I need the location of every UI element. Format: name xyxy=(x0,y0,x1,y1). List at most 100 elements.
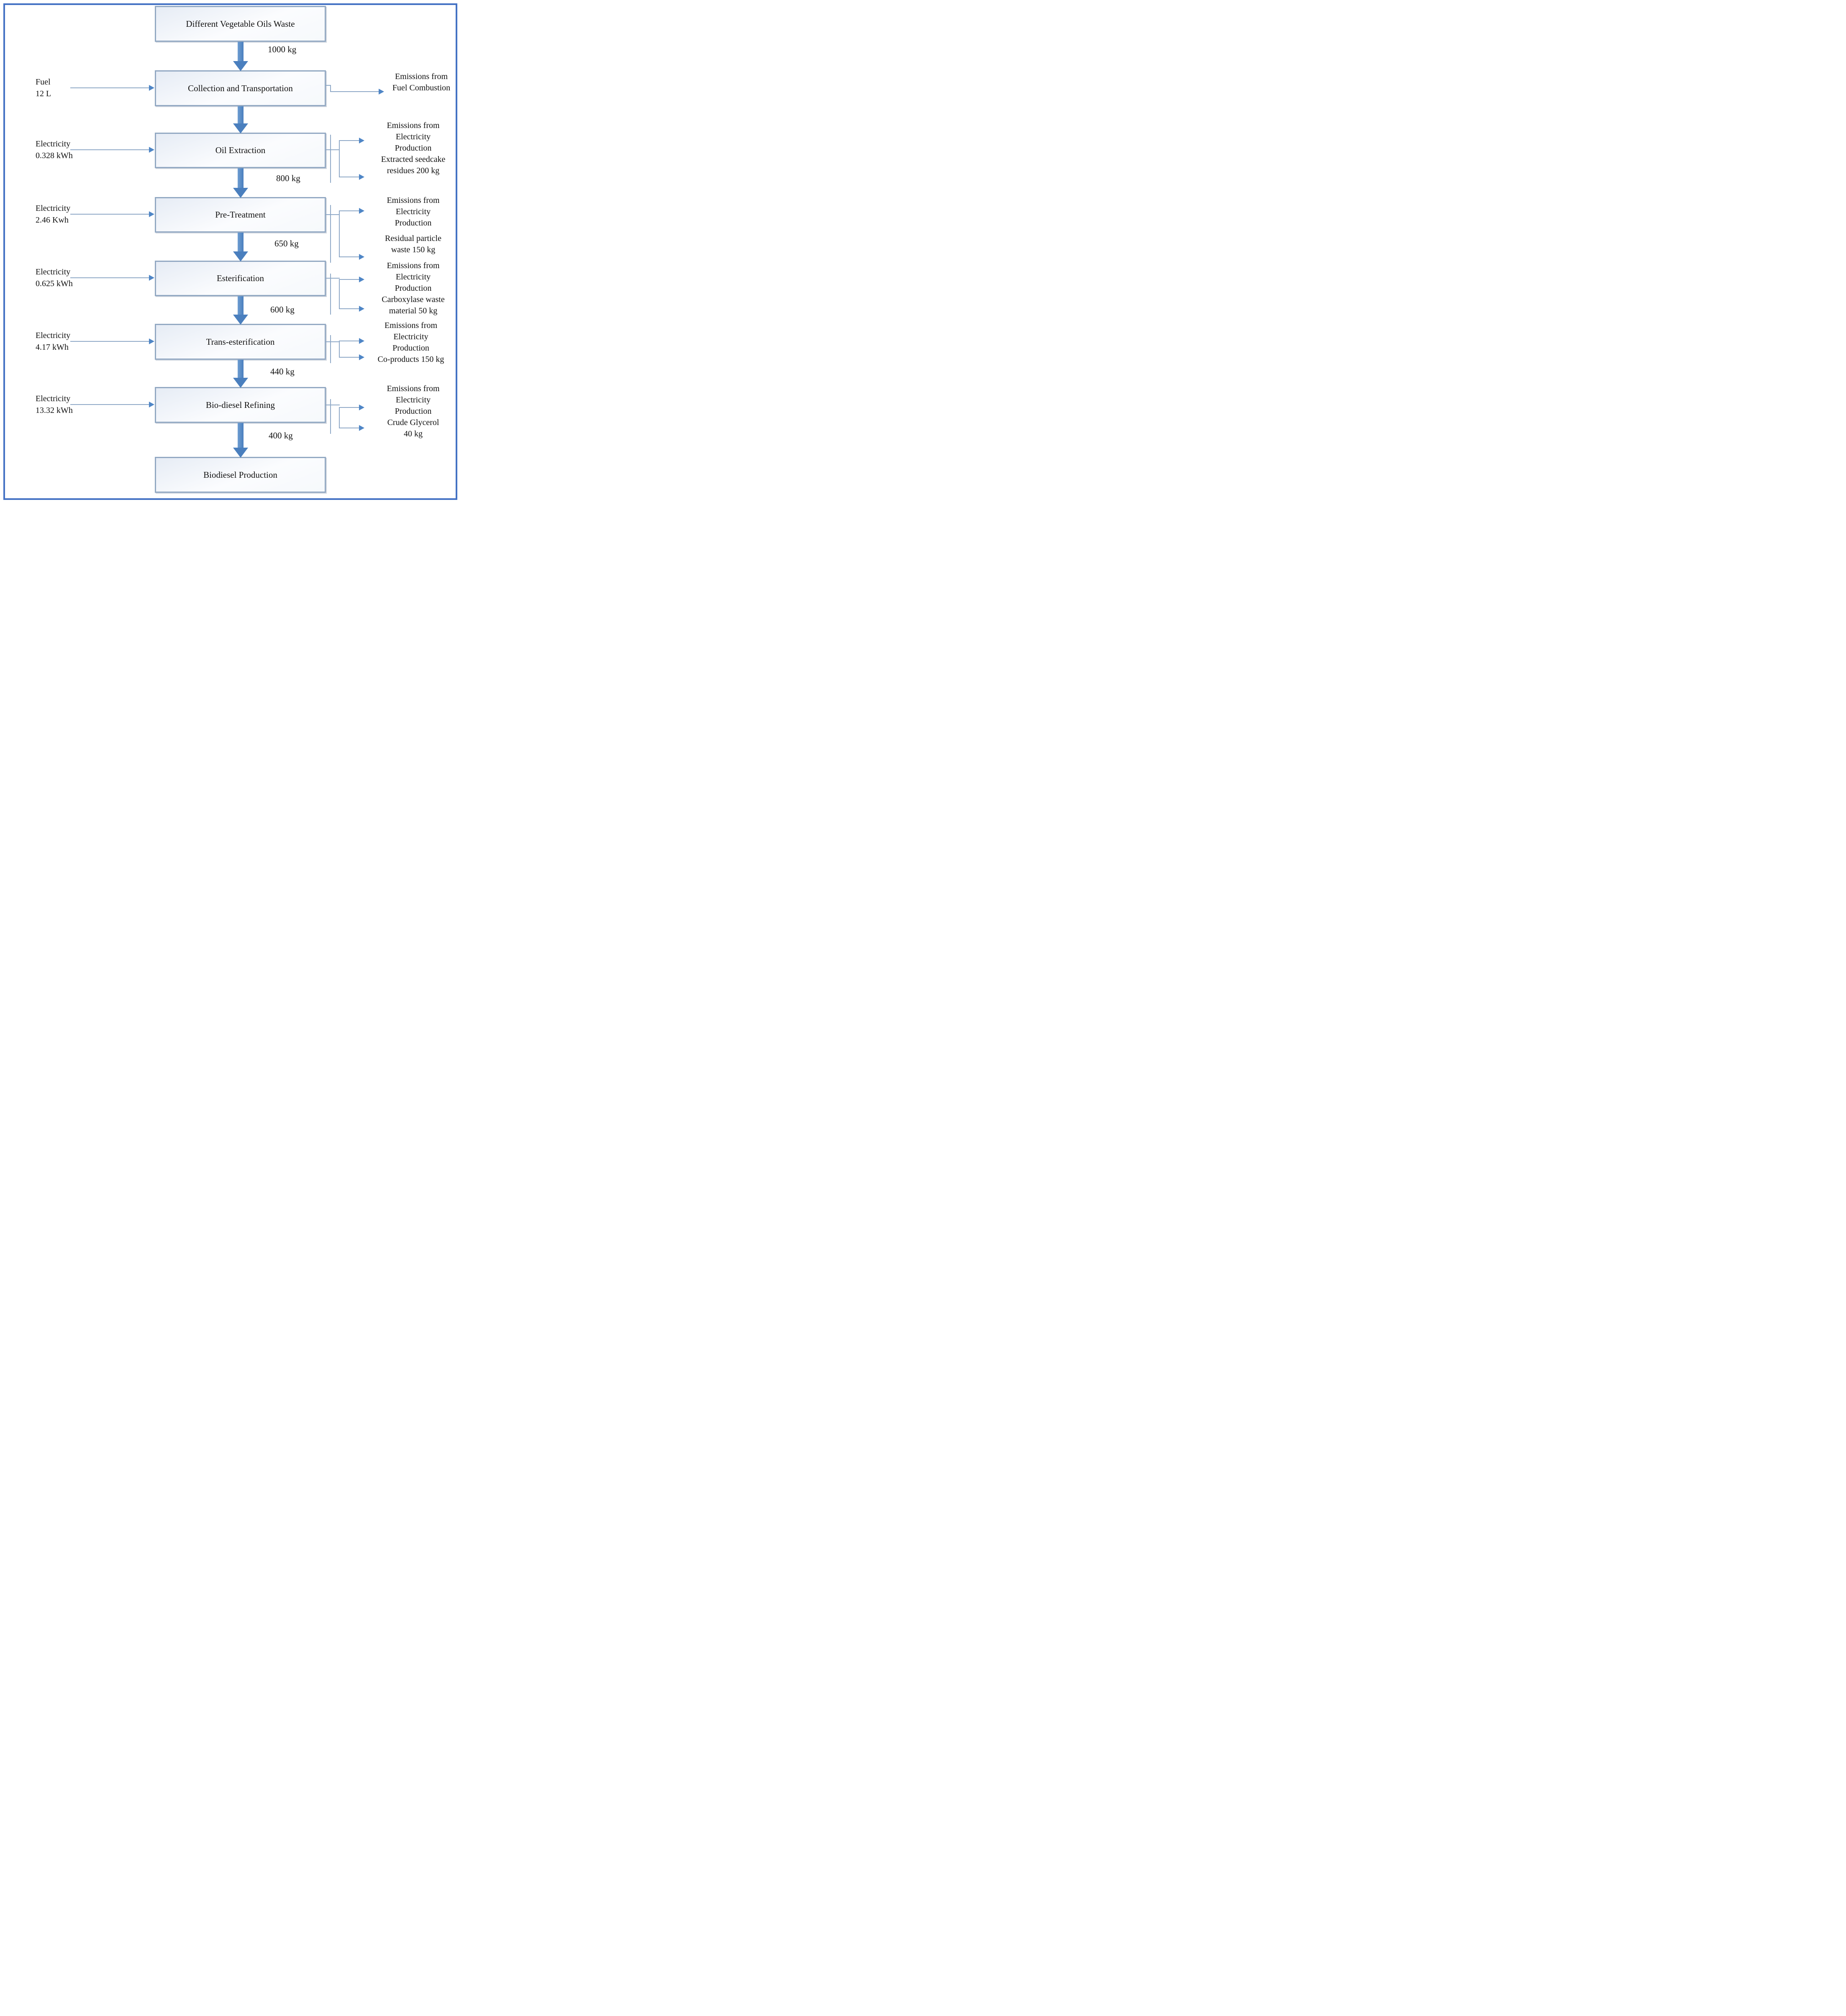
output-label-line: Production xyxy=(392,343,429,353)
process-box-oil-extraction: Oil Extraction xyxy=(155,133,326,168)
output-label-line: Emissions from xyxy=(395,72,448,81)
right-arrowhead-icon xyxy=(149,275,154,281)
down-arrowhead-icon xyxy=(233,378,248,388)
input-arrow-line xyxy=(70,214,151,215)
biodiesel-flow-diagram: Different Vegetable Oils Waste Collectio… xyxy=(0,0,462,504)
output-label-line: Emissions from xyxy=(387,384,440,393)
output-label-crude-glycerol: Emissions from Electricity Production Cr… xyxy=(370,383,456,440)
process-box-biodiesel-production: Biodiesel Production xyxy=(155,457,326,493)
right-arrowhead-icon xyxy=(379,89,384,95)
output-label-line: Fuel Combustion xyxy=(392,83,451,92)
input-label-line: Electricity xyxy=(36,394,71,403)
output-connector-line xyxy=(326,85,331,86)
down-arrowhead-icon xyxy=(233,448,248,458)
process-box-trans-esterification: Trans-esterification xyxy=(155,324,326,360)
process-box-pre-treatment: Pre-Treatment xyxy=(155,197,326,233)
input-arrow-line xyxy=(70,87,151,88)
input-label-electricity: Electricity 0.625 kWh xyxy=(36,266,90,289)
input-label-line: Electricity xyxy=(36,331,71,340)
input-label-line: 4.17 kWh xyxy=(36,343,69,352)
output-label-line: Emissions from xyxy=(384,321,438,330)
output-label-line: Production xyxy=(395,407,432,416)
input-label-line: Electricity xyxy=(36,139,71,149)
input-arrow-line xyxy=(70,149,151,150)
down-arrowhead-icon xyxy=(233,315,248,325)
input-label-electricity: Electricity 0.328 kWh xyxy=(36,138,90,161)
output-arrow-line xyxy=(339,308,361,309)
output-connector-line xyxy=(326,278,340,279)
input-label-line: 0.625 kWh xyxy=(36,279,73,288)
output-connector-line xyxy=(339,341,340,358)
output-connector-line xyxy=(330,135,331,183)
output-label-line: 40 kg xyxy=(404,429,423,438)
mass-flow-label: 650 kg xyxy=(274,238,299,248)
right-arrowhead-icon xyxy=(149,211,154,217)
output-connector-line xyxy=(326,341,340,342)
right-arrowhead-icon xyxy=(359,306,364,312)
right-arrowhead-icon xyxy=(359,425,364,431)
output-arrow-line xyxy=(339,210,361,211)
input-arrow-line xyxy=(70,341,151,342)
output-arrow-line xyxy=(330,91,380,92)
output-connector-line xyxy=(330,274,331,315)
right-arrowhead-icon xyxy=(359,338,364,344)
process-box-label: Different Vegetable Oils Waste xyxy=(186,18,295,29)
down-arrow-icon xyxy=(238,423,244,448)
output-label-carboxylase-waste: Emissions from Electricity Production Ca… xyxy=(370,260,456,317)
mass-flow-label: 800 kg xyxy=(276,173,300,183)
right-arrowhead-icon xyxy=(359,354,364,360)
process-box-label: Bio-diesel Refining xyxy=(205,400,275,410)
output-label-line: Crude Glycerol xyxy=(387,418,439,427)
down-arrowhead-icon xyxy=(233,123,248,133)
output-label-co-products: Emissions from Electricity Production Co… xyxy=(363,320,459,365)
process-box-label: Esterification xyxy=(216,273,264,283)
mass-flow-label: 1000 kg xyxy=(268,44,297,54)
down-arrow-icon xyxy=(238,360,244,378)
output-label-line: waste 150 kg xyxy=(391,245,436,254)
right-arrowhead-icon xyxy=(359,208,364,214)
output-connector-line xyxy=(330,335,331,363)
process-box-label: Oil Extraction xyxy=(215,145,266,155)
down-arrow-icon xyxy=(238,42,244,61)
right-arrowhead-icon xyxy=(149,147,154,153)
output-label-line: residues 200 kg xyxy=(387,166,440,175)
output-connector-line xyxy=(330,399,331,434)
process-box-label: Collection and Transportation xyxy=(188,83,293,93)
right-arrowhead-icon xyxy=(359,277,364,282)
output-label-line: Electricity xyxy=(395,132,431,141)
right-arrowhead-icon xyxy=(149,402,154,407)
mass-flow-label: 400 kg xyxy=(269,430,293,441)
input-label-line: 13.32 kWh xyxy=(36,406,73,415)
process-box-label: Biodiesel Production xyxy=(203,469,277,480)
output-arrow-line xyxy=(339,279,361,280)
right-arrowhead-icon xyxy=(149,85,154,91)
output-label-line: Production xyxy=(395,218,432,228)
down-arrowhead-icon xyxy=(233,61,248,71)
output-connector-line xyxy=(339,407,340,428)
input-label-line: Electricity xyxy=(36,267,71,277)
input-label-electricity: Electricity 13.32 kWh xyxy=(36,393,90,416)
right-arrowhead-icon xyxy=(149,338,154,344)
output-label-line: material 50 kg xyxy=(389,306,438,315)
output-connector-line xyxy=(326,149,340,150)
output-label-residual-waste: Residual particle waste 150 kg xyxy=(370,233,456,256)
output-label-line: Emissions from xyxy=(387,196,440,205)
output-label-line: Electricity xyxy=(395,207,431,216)
input-label-line: Electricity xyxy=(36,204,71,213)
input-label-fuel: Fuel 12 L xyxy=(36,76,90,100)
process-box-label: Pre-Treatment xyxy=(215,210,266,220)
process-box-collection-transportation: Collection and Transportation xyxy=(155,70,326,106)
output-connector-line xyxy=(339,211,340,257)
process-box-esterification: Esterification xyxy=(155,261,326,296)
down-arrow-icon xyxy=(238,168,244,188)
output-connector-line xyxy=(339,141,340,177)
process-box-vegetable-oils-waste: Different Vegetable Oils Waste xyxy=(155,6,326,42)
output-label-line: Production xyxy=(395,143,432,153)
process-box-biodiesel-refining: Bio-diesel Refining xyxy=(155,387,326,423)
right-arrowhead-icon xyxy=(359,138,364,143)
output-label-line: Electricity xyxy=(395,272,431,282)
mass-flow-label: 440 kg xyxy=(270,366,295,377)
output-connector-line xyxy=(339,279,340,309)
output-connector-line xyxy=(326,214,340,215)
output-label-line: Carboxylase waste xyxy=(382,295,445,304)
